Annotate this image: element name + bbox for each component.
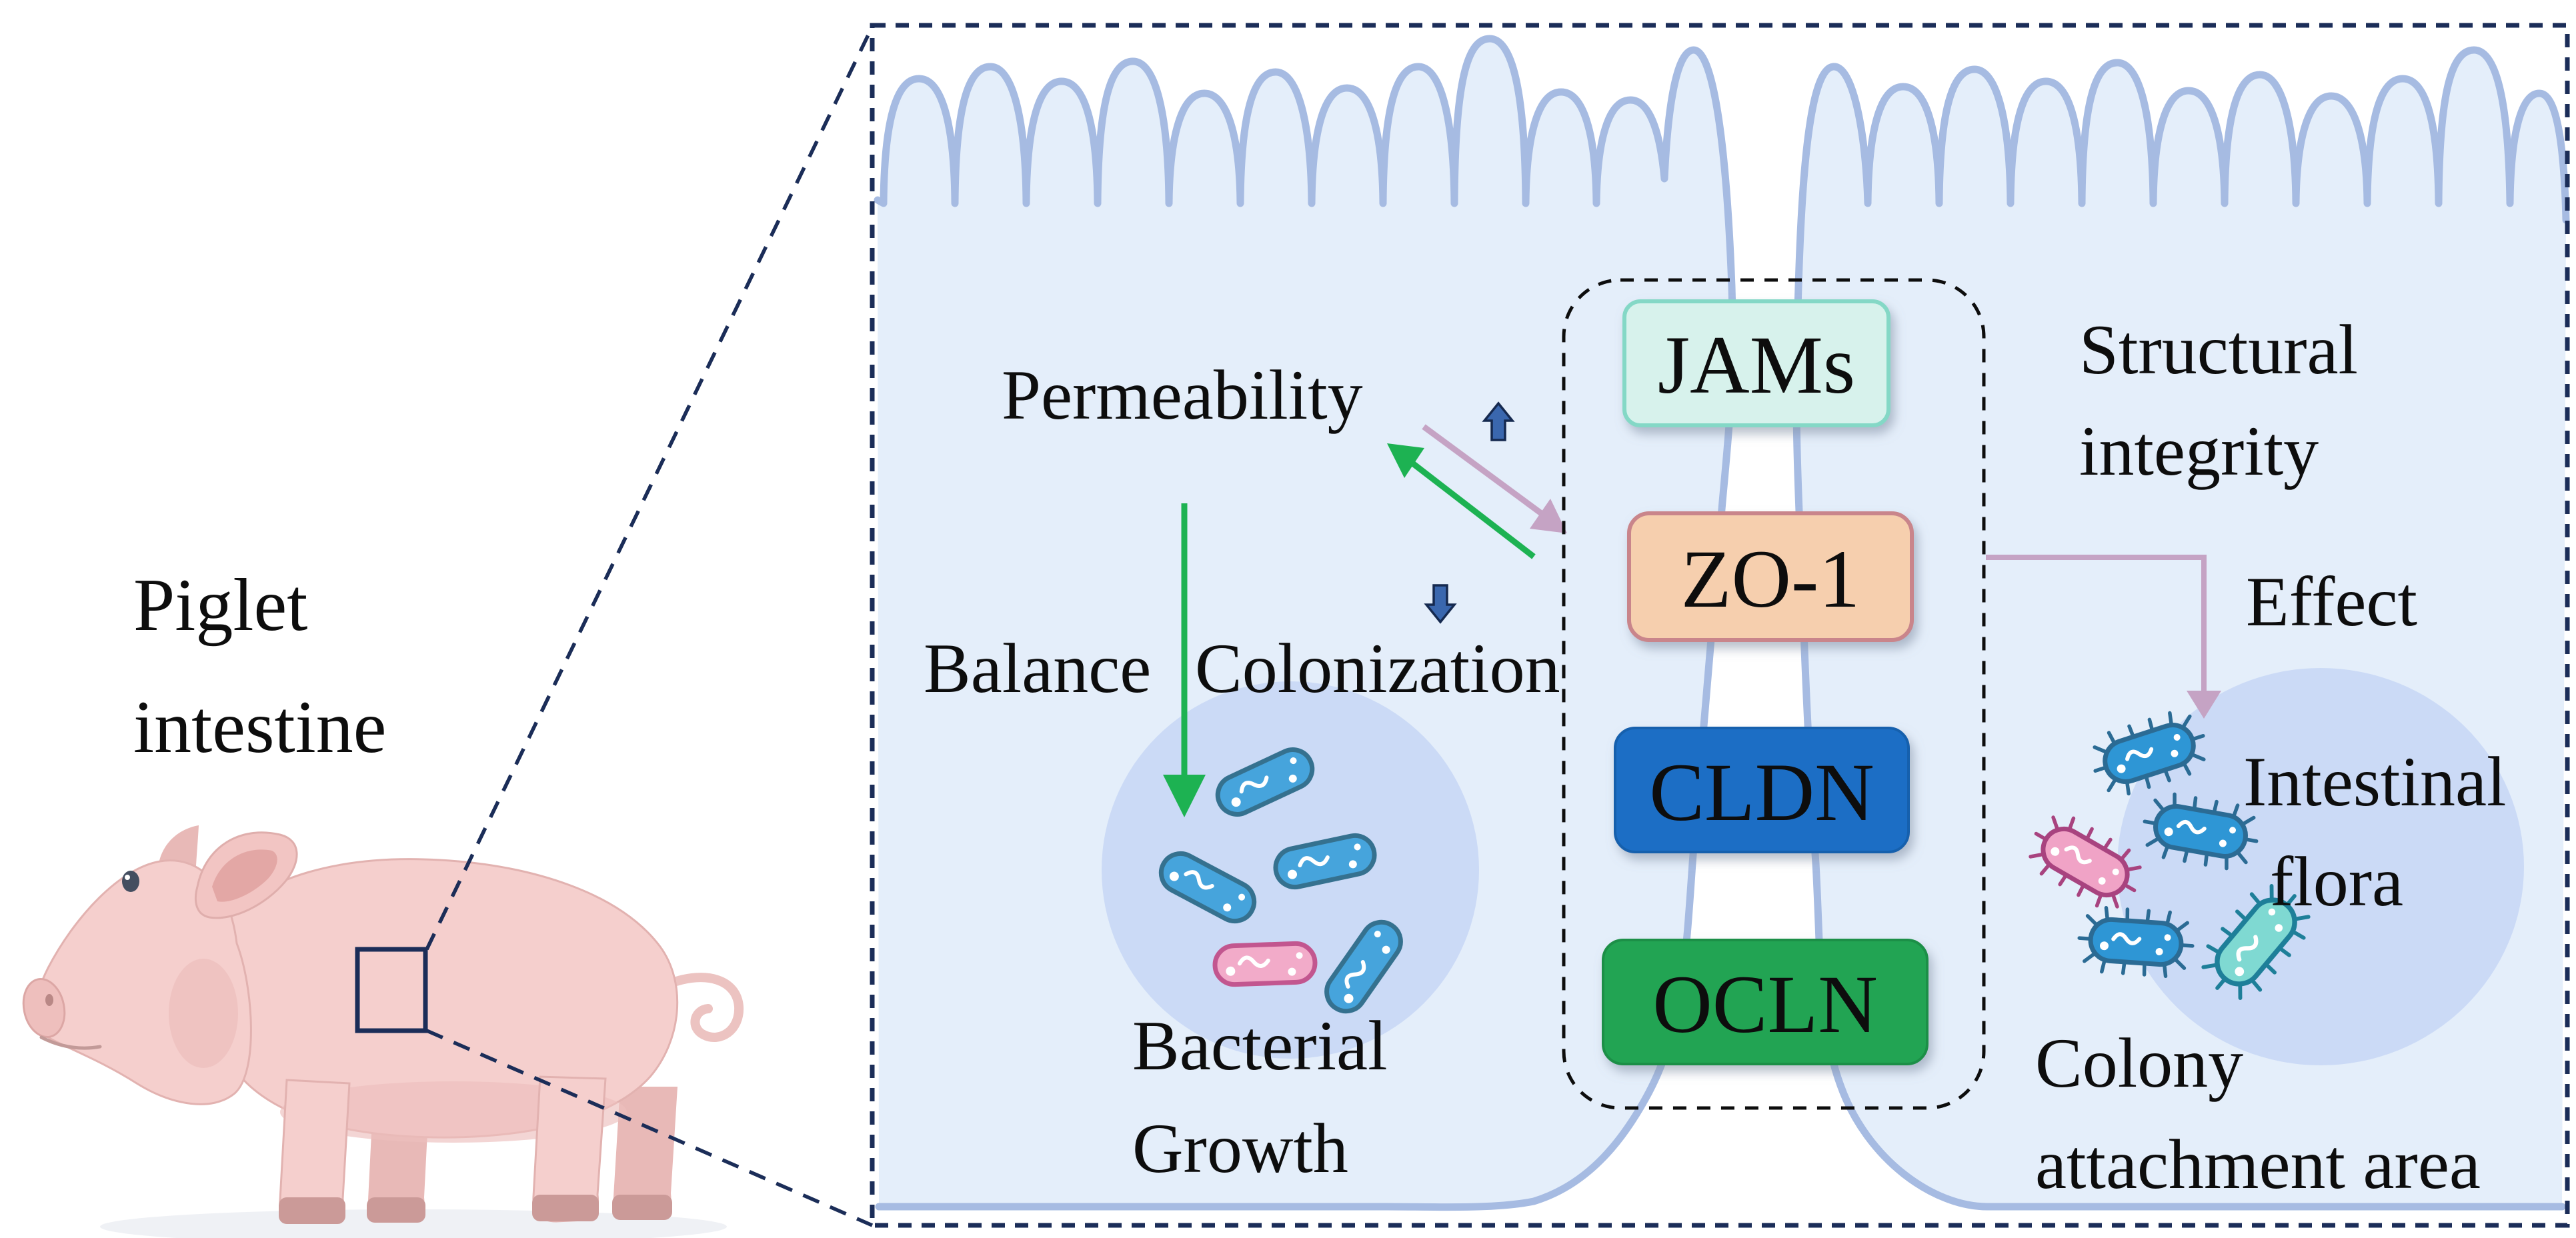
protein-label-jams: JAMs <box>1658 319 1855 411</box>
decrease-arrow-icon <box>1424 584 1457 624</box>
protein-box-jams <box>1622 299 1890 427</box>
piglet-intestine-label-line1: Piglet <box>133 564 307 647</box>
piglet-intestine-label-line2: intestine <box>133 686 386 769</box>
permeability-to-junction-arrow <box>1422 424 1567 533</box>
structural-integrity-label-line1: Structural <box>2079 311 2358 389</box>
permeability-label: Permeability <box>1002 356 1363 434</box>
bacterial-growth-label-line1: Bacterial <box>1132 1007 1388 1085</box>
pig-eye-highlight <box>125 875 130 880</box>
zoom-panel-border <box>870 23 2570 1228</box>
tight-junction-proteins: JAMs ZO-1 CLDN OCLN <box>1602 299 1928 1065</box>
tight-junction-box <box>1562 278 1986 1110</box>
pig-hoof <box>367 1197 425 1223</box>
pig-inner-ear <box>212 849 277 902</box>
pig-eye <box>122 871 139 892</box>
piglet-illustration <box>22 825 744 1238</box>
left-epithelial-cell <box>874 35 1736 1211</box>
protein-box-ocln <box>1602 939 1928 1065</box>
bacterium-icon <box>1214 943 1316 985</box>
pig-snout <box>22 978 66 1038</box>
intestinal-flora-label-line1: Intestinal <box>2243 743 2506 821</box>
pig-hoof <box>279 1197 345 1224</box>
pig-hoof <box>532 1195 599 1221</box>
protein-box-cldn <box>1614 727 1910 853</box>
balance-arrow <box>1163 503 1206 817</box>
zoom-marker-square <box>355 947 428 1033</box>
zoom-connector-line-bottom <box>425 1029 874 1227</box>
colonization-label: Colonization <box>1195 629 1560 707</box>
colony-attachment-label-line1: Colony <box>2035 1024 2243 1102</box>
structural-integrity-label-line2: integrity <box>2079 412 2319 490</box>
effect-label: Effect <box>2246 563 2417 641</box>
protein-box-zo1 <box>1627 511 1914 642</box>
balance-label: Balance <box>924 629 1151 707</box>
zoom-connector-line-top <box>425 25 874 951</box>
pig-cheek-shading <box>169 959 238 1068</box>
effect-arrow <box>1986 555 2221 719</box>
protein-label-cldn: CLDN <box>1649 747 1874 838</box>
colony-attachment-label-line2: attachment area <box>2035 1125 2481 1203</box>
protein-label-zo1: ZO-1 <box>1681 533 1860 625</box>
intestinal-flora-label-line2: flora <box>2270 843 2403 921</box>
pig-tail <box>666 973 744 1042</box>
protein-label-ocln: OCLN <box>1652 959 1878 1050</box>
colonization-feedback-arrow <box>1387 443 1536 559</box>
bacterial-growth-label-line2: Growth <box>1132 1109 1348 1187</box>
pig-hoof <box>612 1195 672 1220</box>
pig-mouth <box>39 1035 102 1050</box>
increase-arrow-icon <box>1482 401 1515 441</box>
pig-nostril <box>45 994 53 1006</box>
